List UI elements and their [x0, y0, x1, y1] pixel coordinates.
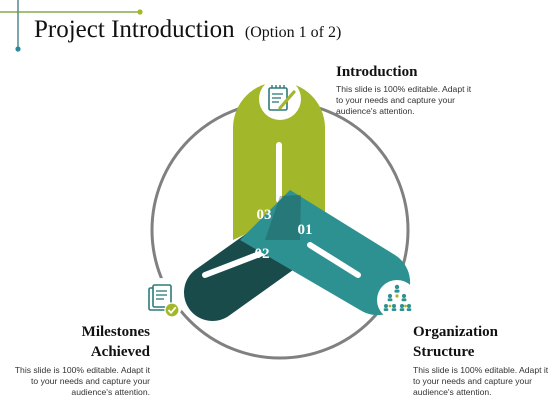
- organization-heading: Organization Structure: [413, 322, 498, 362]
- milestones-heading-line: Milestones: [81, 324, 150, 340]
- introduction-description: This slide is 100% editable. Adapt it to…: [336, 84, 471, 117]
- milestones-text-line: audience's attention.: [71, 387, 150, 397]
- number-03: 03: [257, 207, 272, 223]
- number-02: 02: [255, 246, 270, 262]
- notepad-pen-icon: [259, 78, 301, 120]
- introduction-text-line: audience's attention.: [336, 106, 415, 116]
- milestones-text-line: to your needs and capture your: [31, 376, 150, 386]
- organization-text-line: audience's attention.: [413, 387, 492, 397]
- title-subtitle: (Option 1 of 2): [244, 24, 342, 41]
- milestones-heading: Milestones Achieved: [82, 322, 150, 362]
- accent-dot-bottom: [15, 46, 21, 52]
- organization-description: This slide is 100% editable. Adapt it to…: [413, 365, 548, 398]
- band-teal-highlight: [307, 242, 361, 278]
- introduction-text-line: This slide is 100% editable. Adapt it: [336, 84, 472, 94]
- milestones-heading-line: Achieved: [90, 344, 150, 360]
- organization-heading-line: Structure: [413, 344, 475, 360]
- milestones-text-line: This slide is 100% editable. Adapt it: [14, 365, 150, 375]
- number-01: 01: [298, 222, 313, 238]
- introduction-text-line: to your needs and capture your: [336, 95, 455, 105]
- milestones-description: This slide is 100% editable. Adapt it to…: [15, 365, 150, 398]
- organization-text-line: to your needs and capture your: [413, 376, 532, 386]
- page-title: Project Introduction (Option 1 of 2): [34, 16, 341, 44]
- accent-dot-right: [137, 9, 143, 15]
- document-check-icon: [140, 278, 184, 322]
- introduction-heading: Introduction: [336, 64, 418, 80]
- band-overlap: [265, 195, 301, 240]
- band-dark-highlight: [202, 247, 273, 278]
- organization-heading-line: Organization: [413, 324, 498, 340]
- title-text: Project Introduction: [34, 16, 235, 43]
- organization-text-line: This slide is 100% editable. Adapt it: [413, 365, 549, 375]
- org-chart-icon: [377, 280, 417, 320]
